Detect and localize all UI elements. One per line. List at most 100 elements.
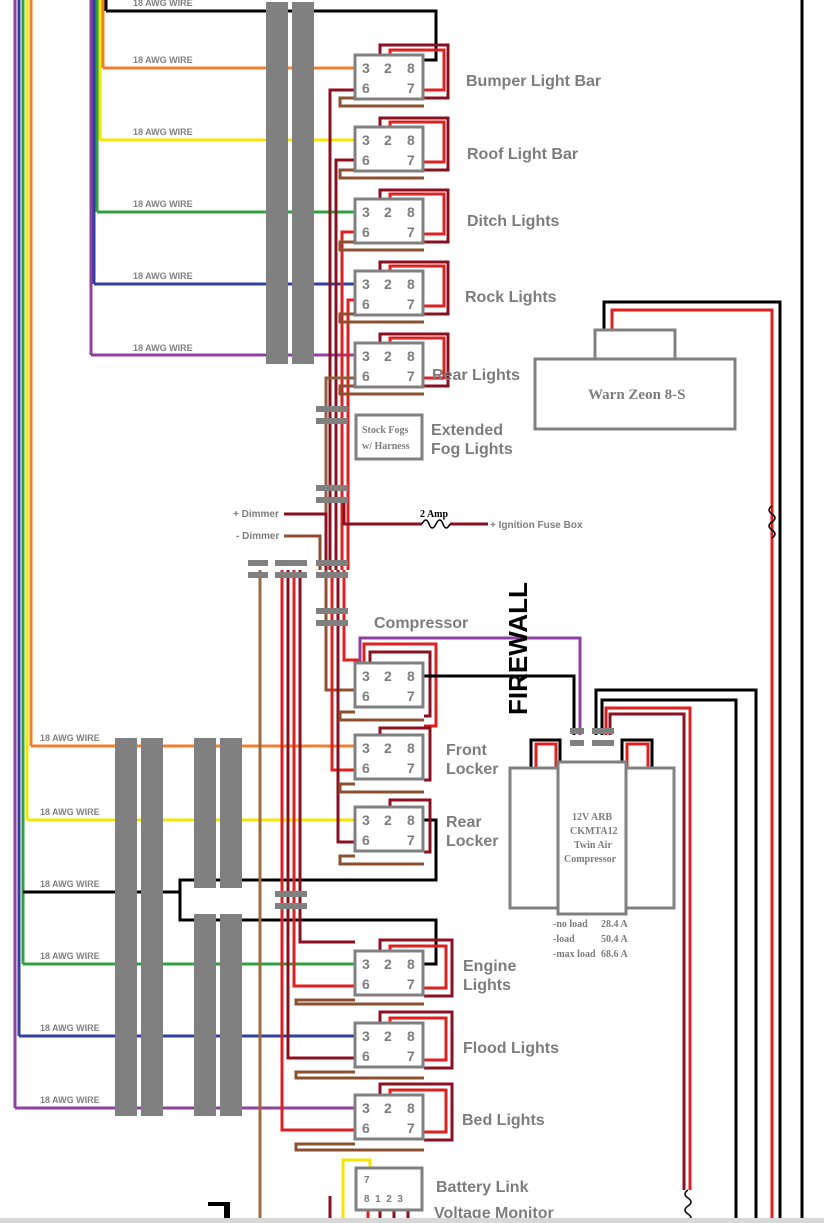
svg-text:3: 3 xyxy=(362,956,370,972)
svg-text:28.4 A: 28.4 A xyxy=(601,919,628,930)
svg-text:7: 7 xyxy=(407,1120,415,1136)
svg-text:8: 8 xyxy=(407,956,415,972)
svg-text:6: 6 xyxy=(362,760,370,776)
svg-text:2: 2 xyxy=(384,132,392,148)
bus-bar xyxy=(266,2,288,364)
svg-text:8: 8 xyxy=(407,204,415,220)
wire-labels-top: 18 AWG WIRE 18 AWG WIRE 18 AWG WIRE 18 A… xyxy=(133,0,193,353)
svg-text:2: 2 xyxy=(384,1028,392,1044)
wire-gauge-label: 18 AWG WIRE xyxy=(40,733,100,743)
svg-text:8: 8 xyxy=(407,1028,415,1044)
svg-text:7: 7 xyxy=(407,80,415,96)
wire-gauge-label: 18 AWG WIRE xyxy=(133,271,193,281)
ignition-label: + Ignition Fuse Box xyxy=(490,520,583,531)
relay-label: Rear Lights xyxy=(432,367,520,384)
svg-text:Lights: Lights xyxy=(463,977,511,994)
svg-text:8: 8 xyxy=(407,348,415,364)
svg-text:8: 8 xyxy=(407,276,415,292)
winch-wiring xyxy=(602,0,804,1223)
svg-text:6: 6 xyxy=(362,1120,370,1136)
svg-text:3: 3 xyxy=(362,60,370,76)
fog-lights-block: Stock Fogs w/ Harness Extended Fog Light… xyxy=(354,413,513,461)
svg-text:2: 2 xyxy=(384,668,392,684)
svg-text:6: 6 xyxy=(362,296,370,312)
fog-label: Fog Lights xyxy=(431,441,513,458)
wire-labels-bottom: 18 AWG WIRE 18 AWG WIRE 18 AWG WIRE 18 A… xyxy=(40,733,100,1105)
svg-text:Front: Front xyxy=(446,742,488,759)
top-bus-bars xyxy=(266,2,314,364)
svg-text:Locker: Locker xyxy=(446,833,498,850)
svg-text:3: 3 xyxy=(362,668,370,684)
battery-link-block: 7 8 1 2 3 Battery Link Voltage Monitor xyxy=(354,1166,554,1222)
svg-text:6: 6 xyxy=(362,224,370,240)
top-bus-wires xyxy=(284,43,488,570)
compressor-unit: 12V ARB CKMTA12 Twin Air Compressor -no … xyxy=(508,760,676,960)
wire-gauge-label: 18 AWG WIRE xyxy=(133,199,193,209)
svg-text:6: 6 xyxy=(362,368,370,384)
wire-gauge-label: 18 AWG WIRE xyxy=(40,879,100,889)
compressor-wiring xyxy=(358,636,758,1223)
compressor-label: Compressor xyxy=(374,615,468,632)
svg-text:2: 2 xyxy=(384,348,392,364)
battery-link-label: Battery Link xyxy=(436,1179,529,1196)
bottom-control-wires xyxy=(15,744,438,1110)
svg-text:8 1 2 3: 8 1 2 3 xyxy=(364,1194,403,1205)
svg-text:CKMTA12: CKMTA12 xyxy=(570,826,618,837)
svg-text:8: 8 xyxy=(407,1100,415,1116)
winch-block: Warn Zeon 8-S xyxy=(533,328,737,431)
relay-label: Ditch Lights xyxy=(467,213,560,230)
voltage-monitor-label: Voltage Monitor xyxy=(434,1205,554,1222)
svg-text:7: 7 xyxy=(407,832,415,848)
svg-text:12V ARB: 12V ARB xyxy=(572,812,612,823)
bottom-edge xyxy=(0,1218,824,1223)
winch-label: Warn Zeon 8-S xyxy=(588,387,686,403)
svg-text:6: 6 xyxy=(362,1048,370,1064)
svg-text:Twin Air: Twin Air xyxy=(574,840,612,851)
dimmer-minus-label: - Dimmer xyxy=(236,531,279,542)
svg-text:6: 6 xyxy=(362,80,370,96)
svg-text:7: 7 xyxy=(407,1048,415,1064)
svg-text:6: 6 xyxy=(362,688,370,704)
svg-text:8: 8 xyxy=(407,132,415,148)
dimmer-labels: + Dimmer - Dimmer 2 Amp + Ignition Fuse … xyxy=(233,509,583,542)
wire-gauge-label: 18 AWG WIRE xyxy=(133,127,193,137)
firewall-label: FIREWALL xyxy=(503,582,533,715)
left-trunk-wires xyxy=(13,0,108,1108)
svg-text:2: 2 xyxy=(384,956,392,972)
svg-text:2: 2 xyxy=(384,60,392,76)
svg-text:Stock Fogs: Stock Fogs xyxy=(362,425,409,436)
svg-text:w/ Harness: w/ Harness xyxy=(362,441,410,452)
wire-gauge-label: 18 AWG WIRE xyxy=(40,1095,100,1105)
svg-text:-max load: -max load xyxy=(553,949,596,960)
svg-text:6: 6 xyxy=(362,976,370,992)
fog-label: Extended xyxy=(431,422,503,439)
svg-text:Rear: Rear xyxy=(446,814,482,831)
svg-text:8: 8 xyxy=(407,812,415,828)
svg-text:8: 8 xyxy=(407,740,415,756)
svg-text:2: 2 xyxy=(384,812,392,828)
svg-text:7: 7 xyxy=(364,1175,370,1186)
svg-text:3: 3 xyxy=(362,740,370,756)
svg-text:3: 3 xyxy=(362,348,370,364)
wire-gauge-label: 18 AWG WIRE xyxy=(133,0,193,8)
wire-gauge-label: 18 AWG WIRE xyxy=(40,951,100,961)
bus-bar xyxy=(141,738,163,1116)
svg-text:8: 8 xyxy=(407,668,415,684)
svg-text:Bed Lights: Bed Lights xyxy=(462,1112,545,1129)
svg-text:6: 6 xyxy=(362,832,370,848)
svg-text:7: 7 xyxy=(407,760,415,776)
svg-text:2: 2 xyxy=(384,204,392,220)
svg-text:7: 7 xyxy=(407,224,415,240)
svg-text:7: 7 xyxy=(407,688,415,704)
svg-text:7: 7 xyxy=(407,976,415,992)
